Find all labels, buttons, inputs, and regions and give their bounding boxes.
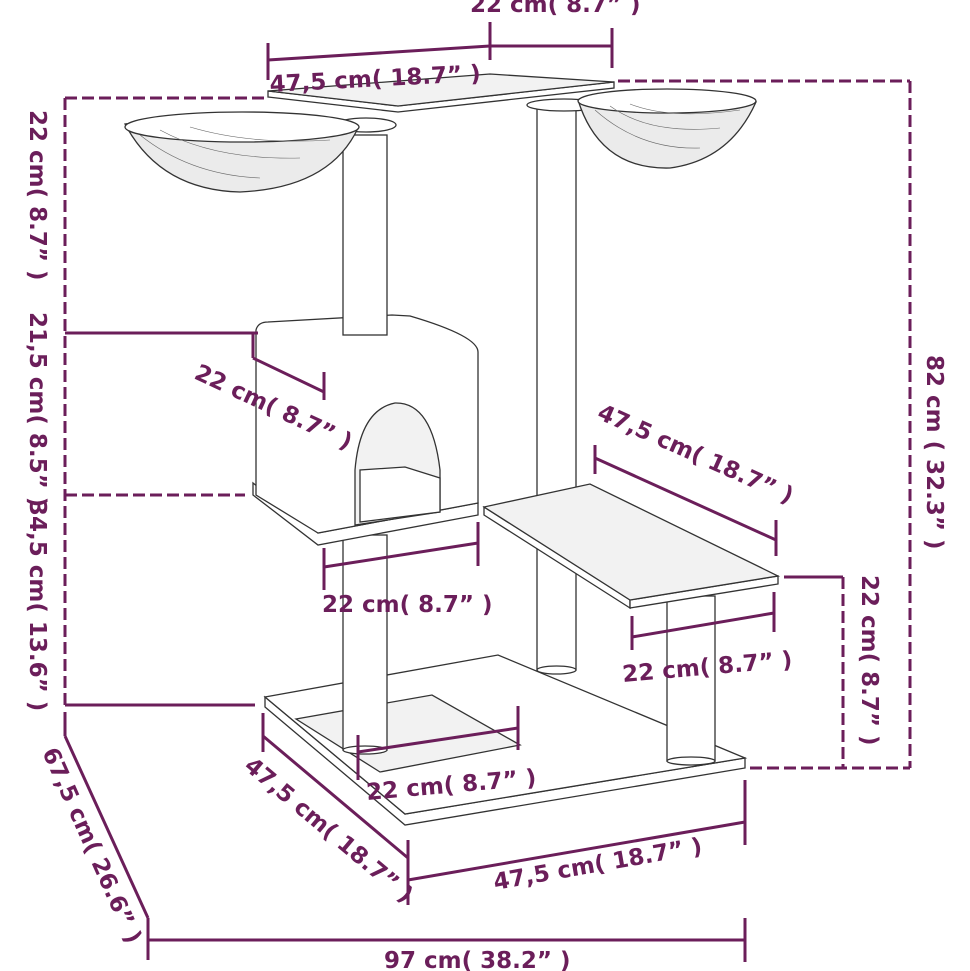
house-platform-width-label: 22 cm( 8.7” )	[322, 592, 493, 618]
overall-depth-label: 67,5 cm( 26.6” )	[37, 744, 147, 948]
right-hammock-bowl	[526, 88, 757, 169]
left-lower-height-label: 34,5 cm( 13.6” )	[24, 500, 50, 711]
right-platform-length-label: 47,5 cm( 18.7” )	[594, 400, 798, 510]
left-upper-height-label: 22 cm( 8.7” )	[24, 110, 50, 281]
left-hammock-bowl	[123, 111, 397, 193]
right-platform-height-label: 22 cm( 8.7” )	[856, 575, 882, 746]
left-middle-height-label: 21,5 cm( 8.5” )	[24, 312, 50, 507]
left-front-post	[342, 534, 388, 751]
top-depth-label: 22 cm( 8.7” )	[470, 0, 641, 18]
left-upper-post	[342, 134, 388, 336]
right-platform	[482, 483, 781, 610]
total-height-label: 82 cm ( 32.3” )	[921, 355, 947, 550]
cat-house	[252, 314, 479, 546]
dimension-lines	[63, 22, 912, 962]
cat-tree-drawing	[123, 73, 781, 826]
base-width-label: 47,5 cm( 18.7” )	[492, 834, 705, 896]
top-platform	[267, 73, 615, 113]
tall-scratching-post	[536, 107, 577, 514]
overall-width-label: 97 cm( 38.2” )	[384, 948, 571, 971]
